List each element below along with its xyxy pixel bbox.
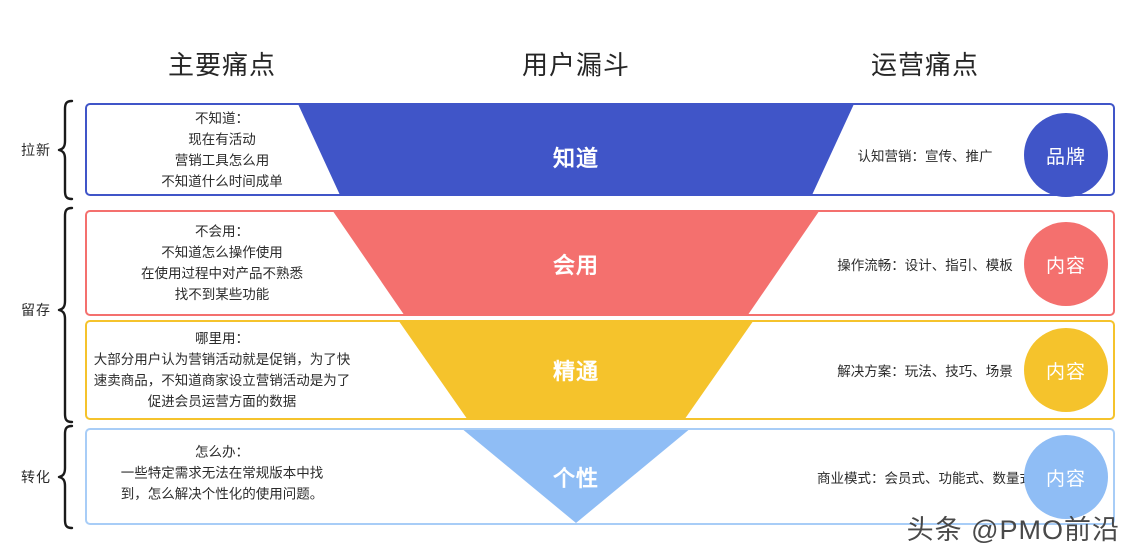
outcome-circle-content-usage[interactable]: 内容 [1024, 222, 1108, 306]
pain-line: 促进会员运营方面的数据 [147, 394, 297, 409]
pain-line: 速卖商品，不知道商家设立营销活动是为了 [93, 373, 351, 388]
funnel-label-mastery: 精通 [552, 359, 600, 384]
column-header-user-funnel: 用户漏斗 [521, 50, 631, 80]
stage-label-retention: 留存 [21, 302, 51, 318]
pain-line: 不知道什么时间成单 [161, 174, 283, 189]
pain-title: 不会用： [195, 224, 249, 239]
pain-text-personalization: 怎么办： 一些特定需求无法在常规版本中找 到，怎么解决个性化的使用问题。 [121, 442, 324, 505]
pain-line: 找不到某些功能 [174, 287, 270, 302]
pain-line: 在使用过程中对产品不熟悉 [141, 266, 303, 281]
funnel-label-usage: 会用 [552, 253, 600, 278]
column-header-operation-pain-points: 运营痛点 [870, 50, 980, 80]
stage-label-acquisition: 拉新 [21, 142, 51, 158]
brace-icon [57, 99, 74, 201]
pain-title: 怎么办： [195, 444, 249, 460]
outcome-circle-label: 内容 [1045, 361, 1086, 383]
funnel-label-personalization: 个性 [552, 466, 600, 491]
ops-text-mastery: 解决方案：玩法、技巧、场景 [837, 364, 1013, 379]
brace-icon [57, 206, 74, 424]
pain-line: 现在有活动 [188, 132, 256, 147]
pain-text-mastery: 哪里用： 大部分用户认为营销活动就是促销，为了快 速卖商品，不知道商家设立营销活… [94, 328, 351, 412]
pain-title: 不知道： [195, 111, 249, 126]
ops-text-usage: 操作流畅：设计、指引、模板 [837, 258, 1013, 273]
watermark: 头条 @PMO前沿 [906, 515, 1120, 545]
pain-line: 不知道怎么操作使用 [161, 245, 283, 260]
outcome-circle-content-personalization[interactable]: 内容 [1024, 435, 1108, 519]
stage-label-conversion: 转化 [21, 469, 51, 485]
outcome-circle-label: 品牌 [1045, 146, 1086, 168]
pain-line: 到，怎么解决个性化的使用问题。 [120, 486, 324, 502]
pain-title: 哪里用： [195, 331, 249, 346]
pain-line: 大部分用户认为营销活动就是促销，为了快 [93, 352, 351, 367]
funnel-label-awareness: 知道 [552, 146, 600, 171]
pain-text-awareness: 不知道： 现在有活动 营销工具怎么用 不知道什么时间成单 [161, 108, 283, 192]
pain-line: 营销工具怎么用 [174, 153, 270, 168]
pain-text-usage: 不会用： 不知道怎么操作使用 在使用过程中对产品不熟悉 找不到某些功能 [141, 221, 303, 305]
pain-line: 一些特定需求无法在常规版本中找 [120, 465, 324, 481]
column-header-pain-points: 主要痛点 [167, 50, 277, 80]
outcome-circle-brand[interactable]: 品牌 [1024, 113, 1108, 197]
ops-text-personalization: 商业模式：会员式、功能式、数量式 [817, 471, 1033, 486]
outcome-circle-content-mastery[interactable]: 内容 [1024, 328, 1108, 412]
brace-icon [57, 424, 74, 530]
outcome-circle-label: 内容 [1045, 255, 1086, 277]
ops-text-awareness: 认知营销：宣传、推广 [857, 149, 993, 164]
outcome-circle-label: 内容 [1045, 468, 1086, 490]
